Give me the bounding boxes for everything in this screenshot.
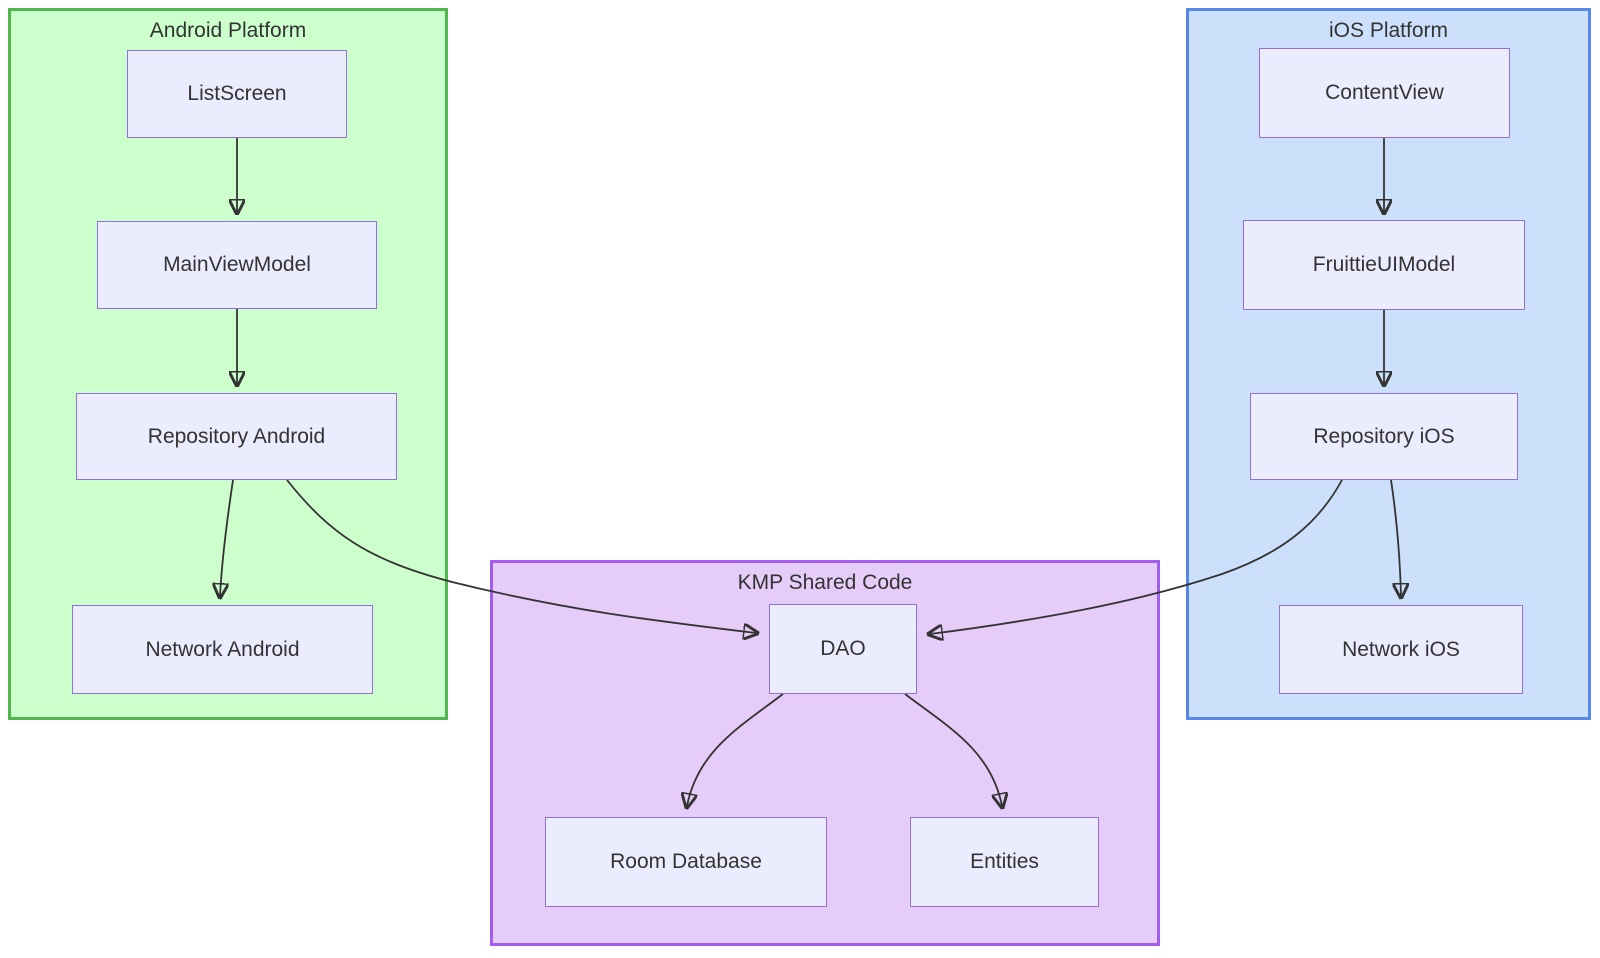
node-repository-ios-label: Repository iOS — [1313, 424, 1455, 448]
node-network-ios: Network iOS — [1279, 605, 1523, 694]
node-network-android-label: Network Android — [145, 637, 300, 661]
node-room-database: Room Database — [545, 817, 827, 907]
node-entities-label: Entities — [970, 850, 1039, 873]
node-contentview-label: ContentView — [1325, 81, 1444, 104]
node-repository-android-label: Repository Android — [147, 424, 326, 448]
cluster-android-title: Android Platform — [149, 19, 307, 42]
node-repository-android: Repository Android — [76, 393, 397, 480]
node-network-ios-label: Network iOS — [1342, 637, 1460, 661]
node-entities: Entities — [910, 817, 1099, 907]
node-fruittieuimodel-label: FruittieUIModel — [1312, 253, 1456, 276]
node-mainviewmodel: MainViewModel — [97, 221, 377, 309]
node-fruittieuimodel: FruittieUIModel — [1243, 220, 1525, 310]
node-network-android: Network Android — [72, 605, 373, 694]
node-contentview: ContentView — [1259, 48, 1510, 138]
node-room-database-label: Room Database — [610, 850, 762, 873]
node-repository-ios: Repository iOS — [1250, 393, 1518, 480]
node-dao-label: DAO — [820, 637, 866, 660]
node-listscreen-label: ListScreen — [187, 82, 287, 105]
node-dao: DAO — [769, 604, 917, 694]
cluster-ios-title: iOS Platform — [1328, 19, 1449, 42]
node-listscreen: ListScreen — [127, 50, 347, 138]
node-mainviewmodel-label: MainViewModel — [163, 253, 311, 276]
cluster-kmp-title: KMP Shared Code — [737, 571, 913, 594]
